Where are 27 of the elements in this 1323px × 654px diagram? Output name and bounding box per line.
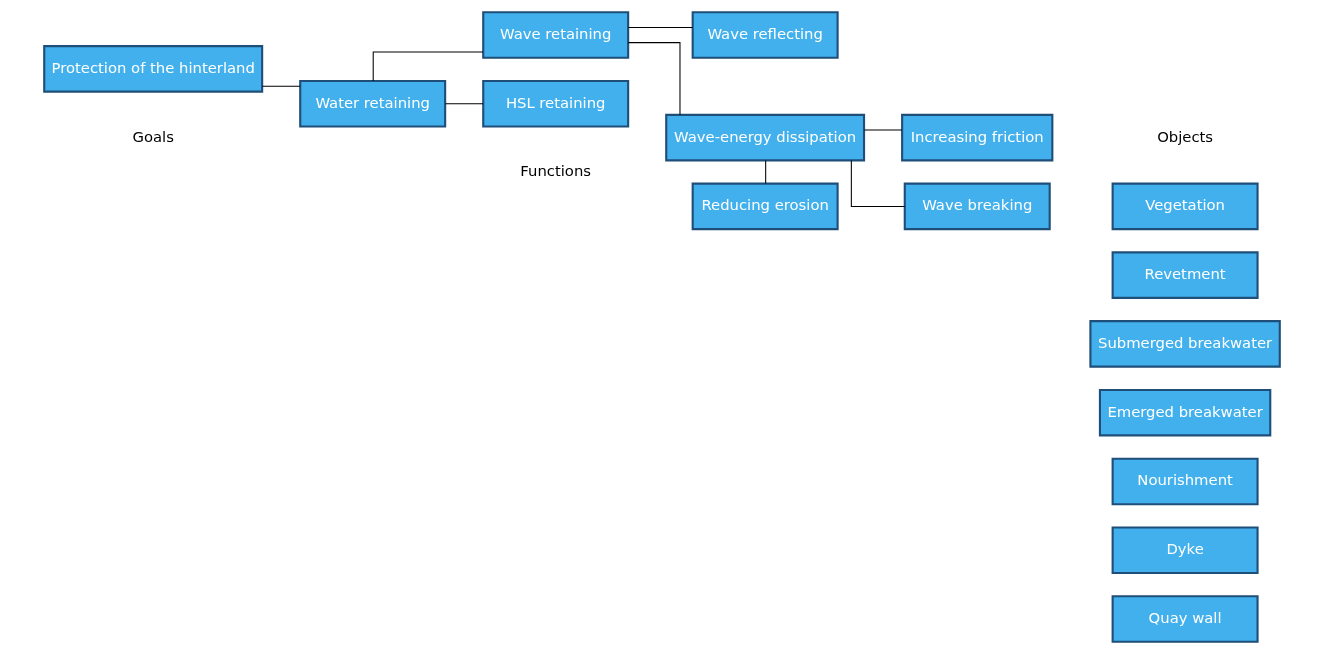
node-box: Wave retaining xyxy=(481,11,629,59)
connector xyxy=(444,103,484,105)
connector xyxy=(764,160,766,184)
connector xyxy=(863,129,902,131)
node-box: Increasing friction xyxy=(900,113,1053,162)
node-box: Reducing erosion xyxy=(691,182,839,231)
node-box: Wave-energy dissipation xyxy=(664,113,865,162)
node-box: Submerged breakwater xyxy=(1088,320,1281,368)
node-box: Wave breaking xyxy=(903,182,1051,231)
connector xyxy=(850,160,905,207)
node-box: Quay wall xyxy=(1111,595,1259,643)
node-box: Revetment xyxy=(1111,251,1259,299)
node-box: Protection of the hinterland xyxy=(42,45,263,93)
connector xyxy=(627,42,680,116)
label: Objects xyxy=(1156,127,1213,145)
connector xyxy=(372,51,484,82)
node-box: Dyke xyxy=(1111,526,1259,574)
node-box: Vegetation xyxy=(1111,182,1259,231)
node-box: HSL retaining xyxy=(481,80,629,128)
node-box: Emerged breakwater xyxy=(1098,388,1271,437)
node-box: Nourishment xyxy=(1111,457,1259,506)
connector xyxy=(627,26,693,28)
label: Functions xyxy=(519,162,591,180)
node-box: Wave reflecting xyxy=(691,11,839,59)
connector xyxy=(261,85,301,87)
node-box: Water retaining xyxy=(298,80,446,128)
label: Goals xyxy=(131,127,174,145)
